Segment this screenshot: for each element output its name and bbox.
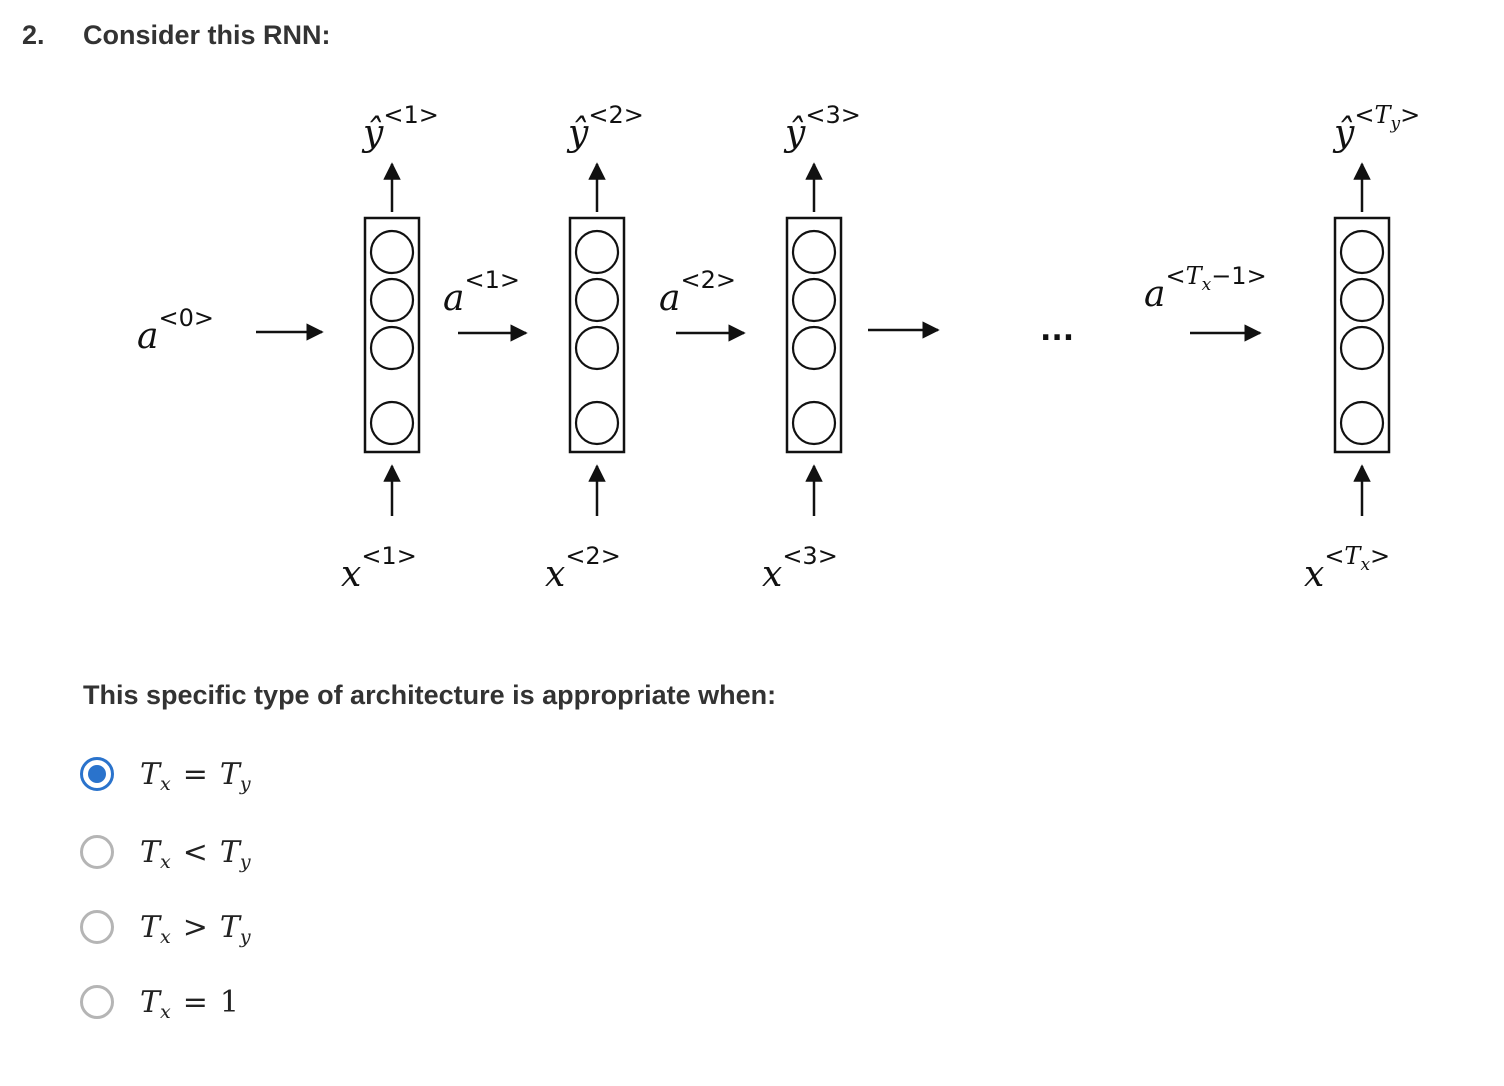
question-number: 2. (22, 20, 45, 50)
option-label: Tx=1 (140, 984, 239, 1023)
rnn-cell-3 (785, 216, 843, 454)
a-2-label: a<2> (659, 266, 736, 319)
option-tx-equals-1[interactable]: Tx=1 (80, 980, 239, 1024)
question-text: Consider this RNN: (83, 20, 331, 50)
x-3-label: x<3> (762, 542, 838, 595)
radio-button[interactable] (80, 985, 114, 1019)
radio-button[interactable] (80, 835, 114, 869)
rnn-cell-tx (1333, 216, 1391, 454)
ellipsis: ... (1040, 313, 1074, 348)
x-tx-label: x<Tx> (1304, 542, 1390, 595)
rnn-diagram: a<0> ŷ<1> x<1> a<1> ŷ<2> x<2> a<2> (137, 101, 1420, 595)
a-1-label: a<1> (443, 266, 520, 319)
rnn-cell-1 (363, 216, 421, 454)
option-label: Tx>Ty (140, 909, 251, 948)
y-hat-ty-label: ŷ<Ty> (1332, 101, 1420, 154)
radio-button[interactable] (80, 910, 114, 944)
rnn-cell-2 (568, 216, 626, 454)
option-tx-equals-ty[interactable]: Tx=Ty (80, 752, 251, 796)
y-hat-3-label: ŷ<3> (783, 101, 861, 154)
option-tx-greater-than-ty[interactable]: Tx>Ty (80, 905, 251, 949)
a-tx-minus-1-label: a<Tx−1> (1144, 262, 1267, 315)
x-1-label: x<1> (341, 542, 417, 595)
radio-button-selected[interactable] (80, 757, 114, 791)
option-label: Tx<Ty (140, 834, 251, 873)
option-tx-less-than-ty[interactable]: Tx<Ty (80, 830, 251, 874)
y-hat-2-label: ŷ<2> (566, 101, 644, 154)
a0-label: a<0> (137, 304, 214, 357)
option-label: Tx=Ty (140, 756, 251, 795)
x-2-label: x<2> (545, 542, 621, 595)
y-hat-1-label: ŷ<1> (361, 101, 439, 154)
question-prompt: This specific type of architecture is ap… (83, 680, 777, 710)
